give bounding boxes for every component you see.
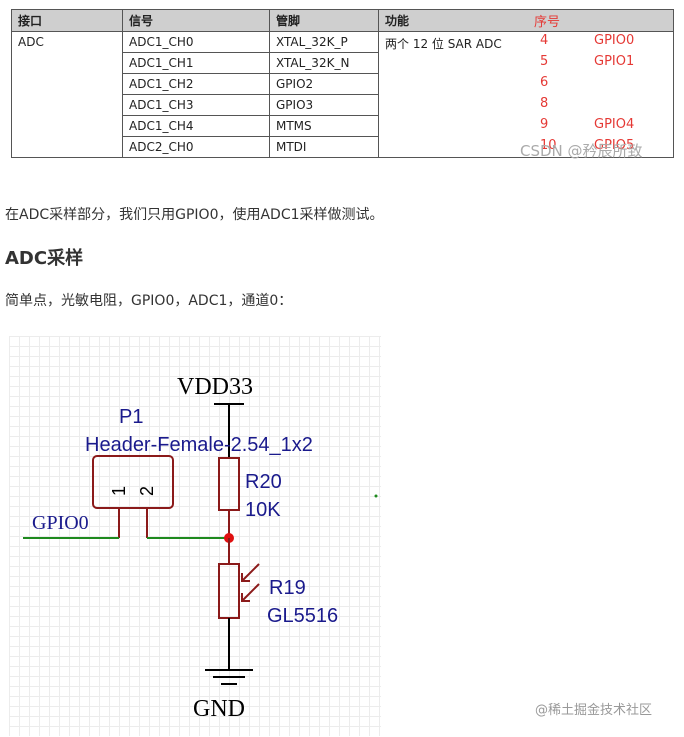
cell-pin: MTDI [269,136,379,158]
seq-gpio: GPIO5 [594,138,635,153]
table-row: ADC1_CH2 GPIO2 [12,73,674,95]
seq-number: 5 [540,54,549,69]
seq-header: 序号 [534,15,561,30]
table-row: ADC1_CH4 MTMS [12,115,674,137]
cell-interface: ADC [11,31,123,158]
light-arrow-1 [241,563,260,582]
cell-signal: ADC1_CH1 [122,52,270,74]
connector-ref: P1 [119,406,143,428]
cell-function: 两个 12 位 SAR ADC [378,31,674,158]
cell-pin: XTAL_32K_N [269,52,379,74]
juejin-watermark: @稀土掘金技术社区 [535,703,653,718]
cell-signal: ADC2_CH0 [122,136,270,158]
table-row: ADC1_CH1 XTAL_32K_N [12,52,674,74]
cell-pin: GPIO2 [269,73,379,95]
cell-signal: ADC1_CH4 [122,115,270,137]
connector-value: Header-Female-2.54_1x2 [85,434,313,456]
intro-paragraph: 在ADC采样部分，我们只用GPIO0，使用ADC1采样做测试。 [5,207,384,223]
light-arrow-2-head [241,593,250,602]
cell-pin: MTMS [269,115,379,137]
light-arrow-1-head [241,573,250,582]
r19-body [218,563,240,619]
schematic-diagram: VDD33 P1 Header-Female-2.54_1x2 1 2 R20 … [9,336,381,736]
seq-number: 8 [540,96,549,111]
seq-gpio: GPIO1 [594,54,635,69]
r19-value: GL5516 [267,605,338,627]
seq-gpio: GPIO4 [594,117,635,132]
col-header-interface: 接口 [11,9,123,32]
seq-gpio: GPIO0 [594,33,635,48]
table-row: ADC2_CH0 MTDI [12,136,674,158]
net-label-gpio0: GPIO0 [32,512,89,534]
seq-number: 4 [540,33,549,48]
vdd-label: VDD33 [177,374,253,400]
cell-signal: ADC1_CH3 [122,94,270,116]
col-header-pin: 管脚 [269,9,379,32]
table-header-row: 接口 信号 管脚 功能 [11,9,674,32]
cell-signal: ADC1_CH2 [122,73,270,95]
r19-ref: R19 [269,577,306,599]
csdn-watermark: CSDN @矜辰所致 [520,142,643,160]
light-arrow-2 [241,583,260,602]
col-header-signal: 信号 [122,9,270,32]
seq-number: 10 [540,138,557,153]
connector-body [92,455,174,509]
cell-pin: XTAL_32K_P [269,31,379,53]
seq-number: 6 [540,75,549,90]
connector-pin2: 2 [137,486,157,496]
desc-paragraph: 简单点，光敏电阻，GPIO0，ADC1，通道0： [5,293,293,309]
section-heading: ADC采样 [5,248,84,269]
seq-number: 9 [540,117,549,132]
cell-signal: ADC1_CH0 [122,31,270,53]
r20-body [218,457,240,511]
grid-marker [374,494,378,498]
connector-pin1: 1 [109,486,129,496]
cell-pin: GPIO3 [269,94,379,116]
gnd-label: GND [193,696,245,722]
pin-table: 接口 信号 管脚 功能 ADC ADC1_CH0 XTAL_32K_P 两个 1… [11,9,674,158]
r20-value: 10K [245,499,281,521]
r20-ref: R20 [245,471,282,493]
table-row: ADC ADC1_CH0 XTAL_32K_P 两个 12 位 SAR ADC [11,31,674,158]
col-header-function: 功能 [378,9,674,32]
